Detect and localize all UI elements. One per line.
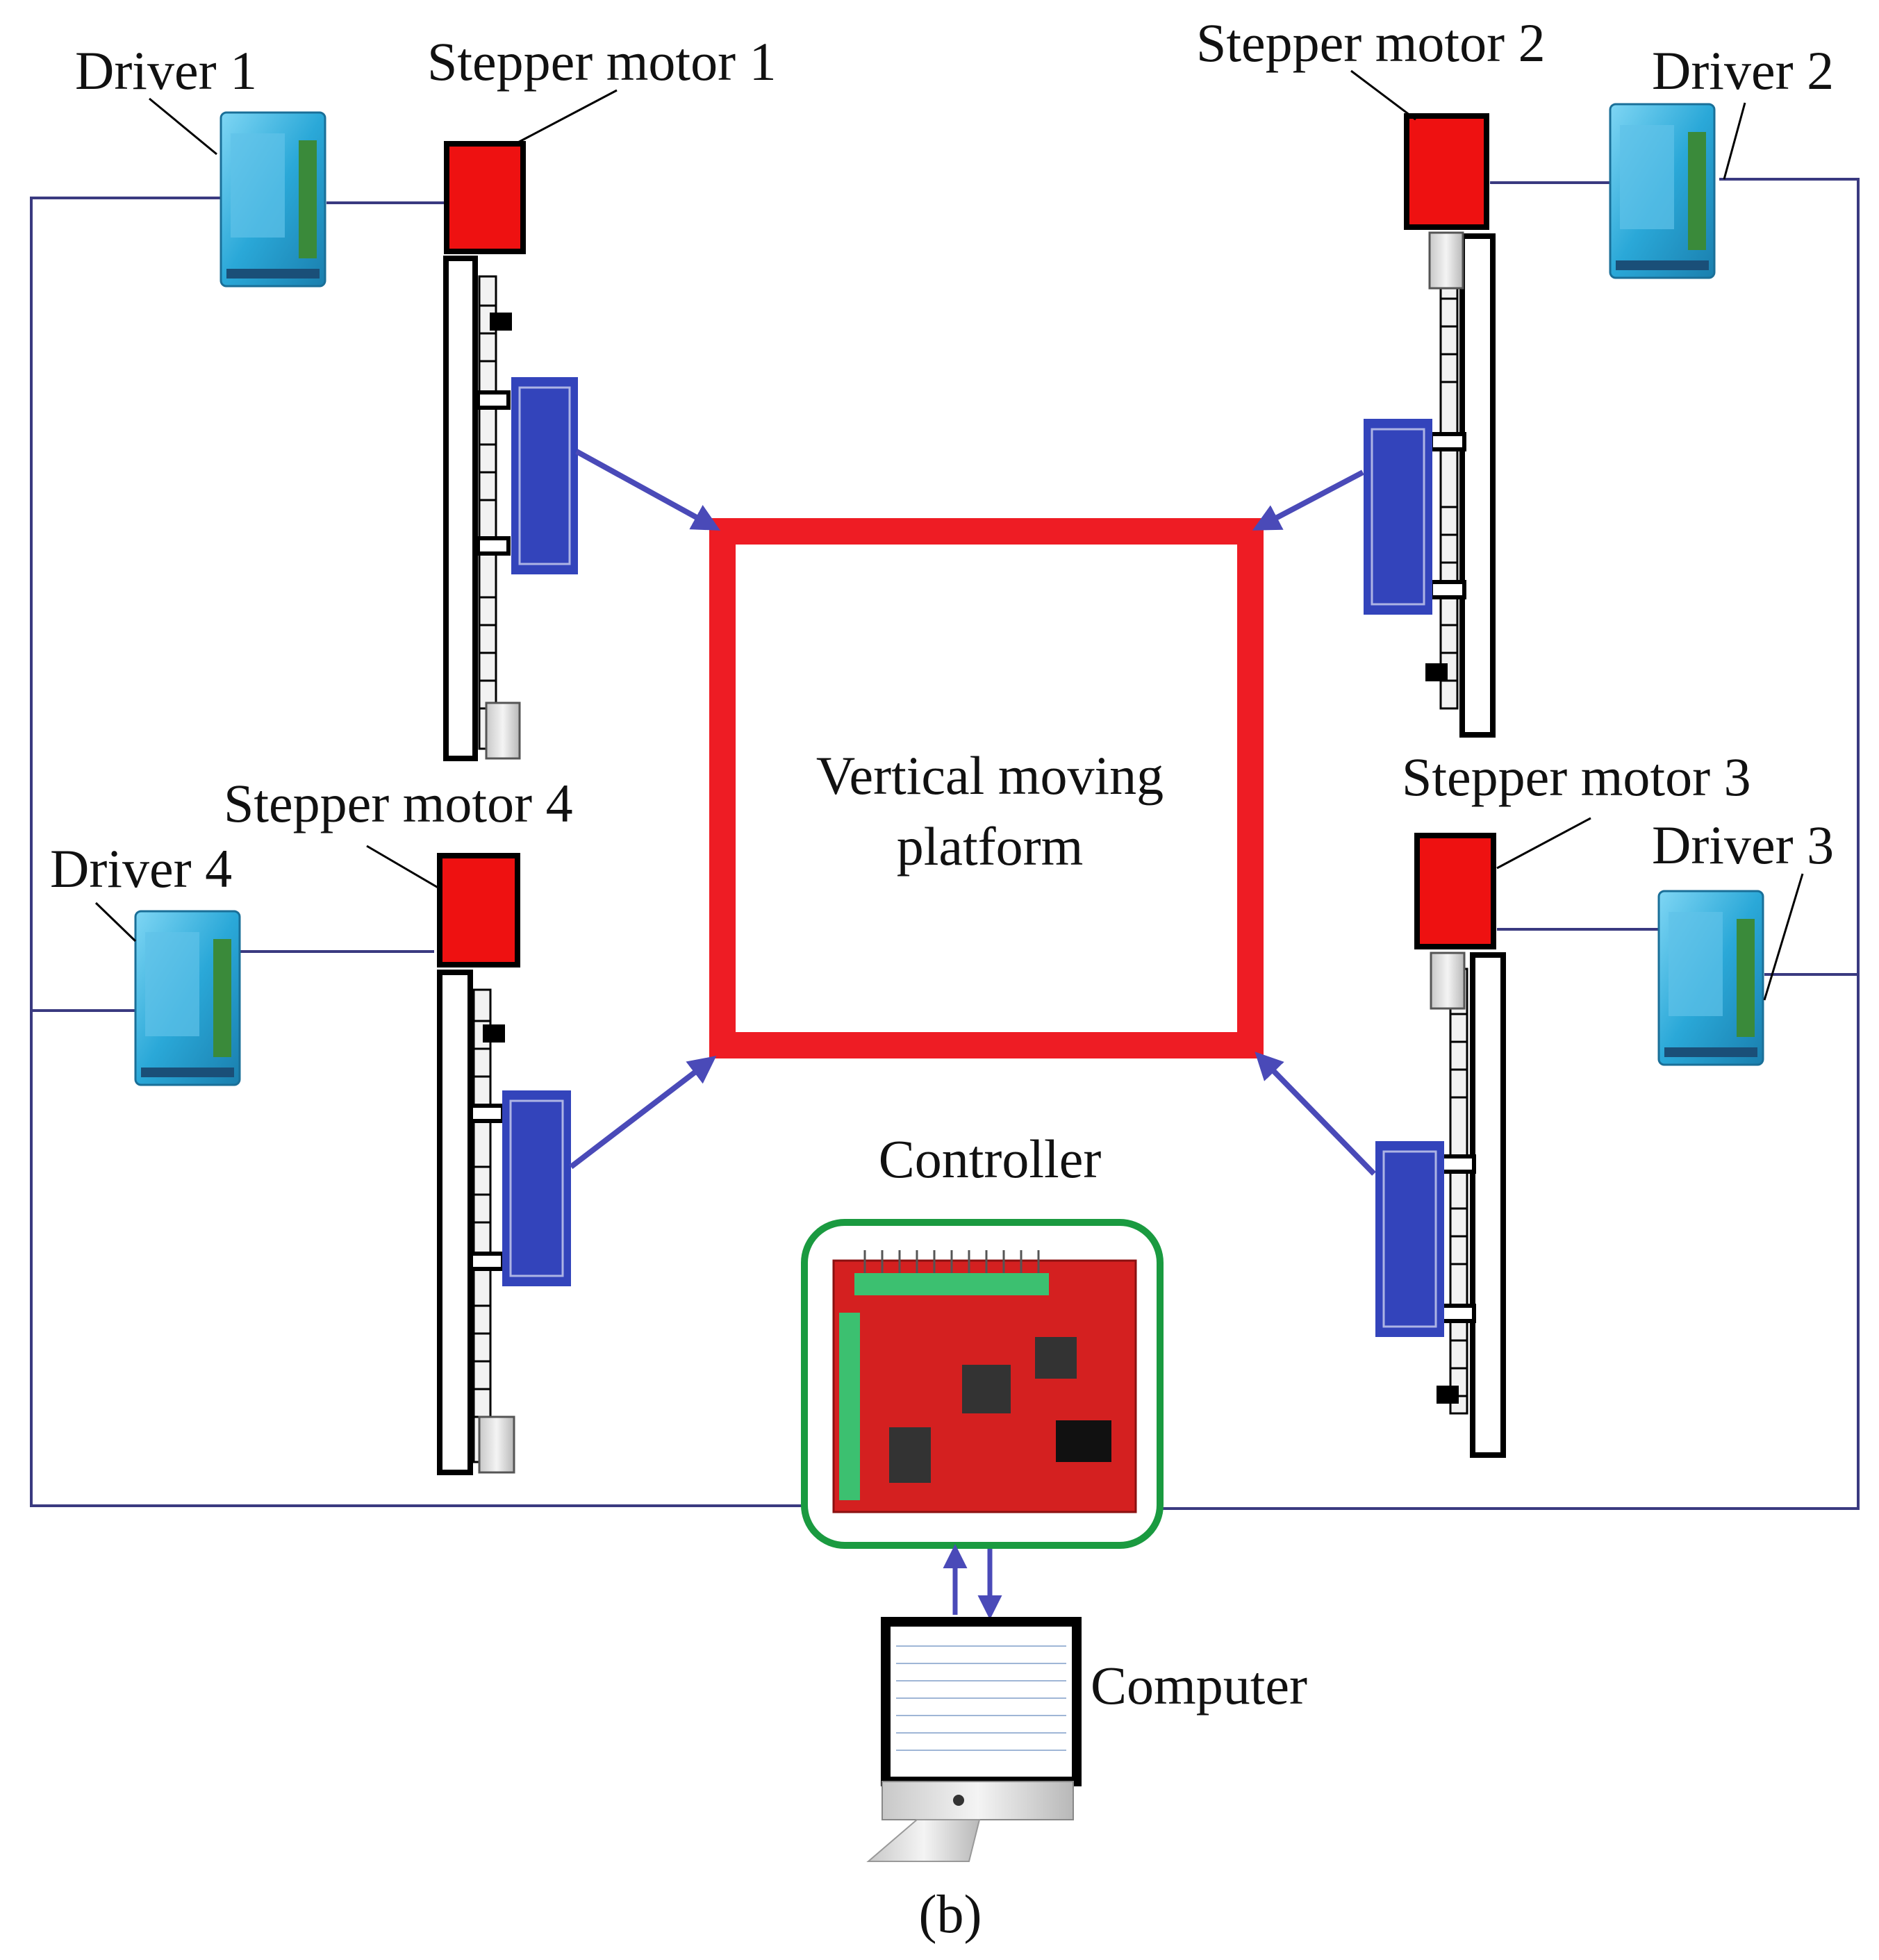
figure-caption: (b) — [919, 1884, 982, 1944]
driver-3-label: Driver 3 — [1652, 815, 1834, 875]
rail-2-track — [1439, 249, 1459, 710]
slider-2 — [1364, 419, 1432, 615]
stepper-motor-1-assembly — [443, 141, 578, 761]
rail-2-body — [1459, 233, 1496, 738]
stepper-motor-1-label: Stepper motor 1 — [427, 31, 777, 92]
arrow-slider1-platform — [575, 449, 721, 531]
arrow-slider4-platform — [569, 1056, 717, 1170]
slider-4 — [502, 1090, 571, 1286]
rail-1-body — [443, 256, 478, 761]
driver-2-label: Driver 2 — [1652, 40, 1834, 101]
slider-1 — [511, 377, 578, 574]
leader-lines — [94, 69, 1804, 1001]
rail-4-track — [472, 988, 492, 1463]
controller: Controller — [801, 1129, 1164, 1549]
rail-3-body — [1470, 952, 1506, 1458]
platform-label-line-2: platform — [897, 816, 1084, 877]
apple-logo-icon — [953, 1795, 964, 1806]
arrow-slider3-platform — [1255, 1052, 1376, 1176]
rail-4-body — [437, 970, 473, 1475]
data-link-arrows — [943, 1544, 1002, 1620]
computer-chin — [881, 1781, 1074, 1820]
stepper-motor-3-assembly — [1375, 833, 1506, 1458]
driver-2 — [1609, 103, 1716, 279]
stepper-motor-4-label: Stepper motor 4 — [224, 773, 573, 833]
stepper-motor-3-label: Stepper motor 3 — [1402, 747, 1751, 807]
rail-1-track — [478, 275, 497, 750]
slider-3 — [1375, 1141, 1444, 1337]
wire-left-loop — [30, 197, 806, 1507]
computer-stand — [866, 1819, 981, 1862]
stepper-motor-4 — [437, 853, 520, 967]
wiring — [30, 178, 1860, 1510]
controller-label: Controller — [879, 1129, 1102, 1189]
computer-monitor — [881, 1617, 1082, 1786]
stepper-motor-4-assembly — [437, 853, 571, 1475]
rail-3-track — [1449, 967, 1468, 1415]
stepper-motor-2 — [1404, 113, 1489, 230]
driver-1-label: Driver 1 — [75, 40, 257, 101]
wire-right-loop — [1160, 178, 1860, 1510]
platform-label-line-1: Vertical moving — [816, 745, 1164, 806]
driver-3 — [1657, 890, 1764, 1066]
force-arrows — [569, 449, 1376, 1176]
computer-label: Computer — [1091, 1655, 1307, 1716]
stepper-motor-2-label: Stepper motor 2 — [1196, 13, 1546, 73]
platform-frame — [709, 518, 1264, 1058]
vertical-moving-platform: Vertical moving platform — [709, 518, 1264, 1058]
arrow-slider2-platform — [1252, 470, 1364, 531]
stepper-motor-1 — [444, 141, 526, 254]
driver-4-label: Driver 4 — [50, 838, 232, 899]
stepper-motor-3 — [1414, 833, 1496, 949]
stepper-motor-2-assembly — [1364, 113, 1496, 738]
driver-1 — [220, 111, 326, 288]
controller-board-icon — [832, 1250, 1137, 1513]
driver-4 — [134, 910, 241, 1086]
computer: Computer — [866, 1617, 1307, 1862]
